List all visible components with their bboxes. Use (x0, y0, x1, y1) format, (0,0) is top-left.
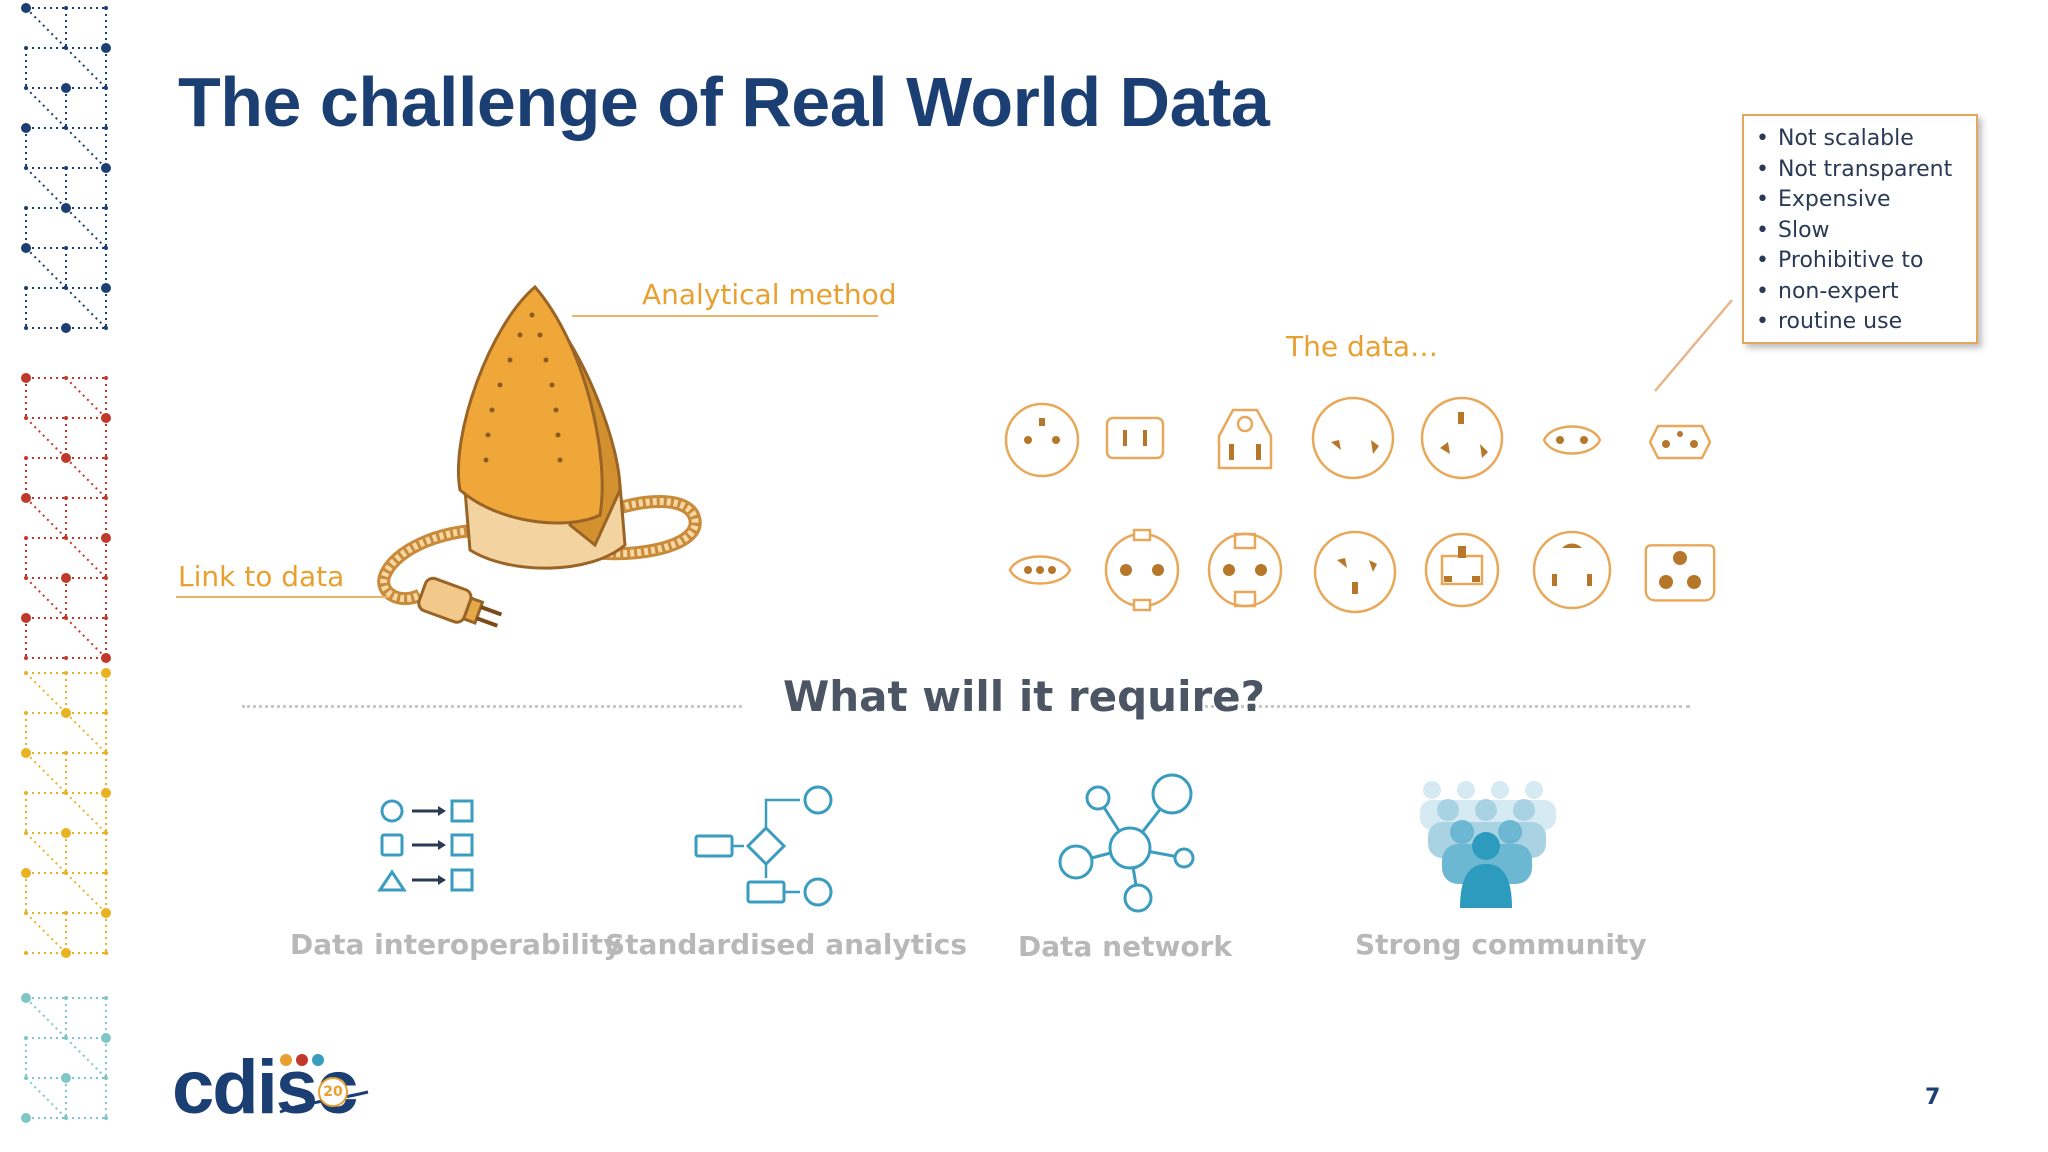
callout-item: Prohibitive to (1754, 246, 1968, 277)
people-group-icon (1420, 781, 1556, 908)
plug-type-icon (1217, 408, 1273, 470)
plug-type-icon (1311, 396, 1395, 480)
slide-title: The challenge of Real World Data (178, 63, 1270, 141)
clothes-iron-icon (377, 284, 702, 628)
plug-type-icon (1105, 416, 1165, 460)
data-challenges-callout: Not scalable Not transparent Expensive S… (1742, 114, 1978, 344)
plug-type-icon (1420, 396, 1504, 480)
requirement-label-data-network: Data network (1017, 930, 1232, 963)
analytical-method-label: Analytical method (642, 278, 897, 311)
power-plug-icons (1004, 396, 1716, 614)
callout-item: Expensive (1754, 185, 1968, 216)
requirement-label-strong-community: Strong community (1355, 928, 1647, 961)
requirement-label-data-interoperability: Data interoperability (290, 928, 622, 961)
flowchart-icon (694, 785, 833, 907)
the-data-label: The data… (1286, 330, 1439, 363)
plug-type-icon (1542, 425, 1602, 455)
anniversary-badge: 20 (318, 1077, 348, 1107)
callout-item: Not transparent (1754, 155, 1968, 186)
callout-item: Slow (1754, 216, 1968, 247)
heading-left-dotted-line (242, 705, 742, 708)
plug-type-icon (1532, 530, 1612, 610)
link-to-data-label: Link to data (178, 560, 345, 593)
plug-type-icon (1313, 530, 1397, 614)
mapping-shapes-icon (377, 799, 474, 892)
plug-type-icon (1644, 544, 1716, 602)
network-nodes-icon (1058, 773, 1195, 913)
requirement-label-standardised-analytics: Standardised analytics (605, 928, 968, 961)
plug-type-icon (1648, 424, 1712, 460)
decorative-network-border (21, 3, 111, 1123)
link-to-data-leader-line (176, 596, 390, 598)
callout-leader-line (1654, 299, 1733, 392)
callout-item-continuation: routine use (1754, 307, 1968, 338)
callout-item-continuation: non-expert (1754, 277, 1968, 308)
plug-type-icon (1207, 532, 1283, 608)
page-number: 7 (1925, 1085, 1941, 1110)
section-heading-text: What will it require? (782, 672, 1266, 721)
section-heading: What will it require? (0, 672, 2048, 721)
callout-item: Not scalable (1754, 124, 1968, 155)
plug-type-icon (1104, 528, 1180, 612)
analytical-method-leader-line (572, 315, 878, 317)
plug-type-icon (1424, 532, 1500, 608)
plug-type-icon (1008, 555, 1072, 585)
plug-type-icon (1004, 402, 1080, 478)
heading-right-dotted-line (1198, 705, 1690, 708)
